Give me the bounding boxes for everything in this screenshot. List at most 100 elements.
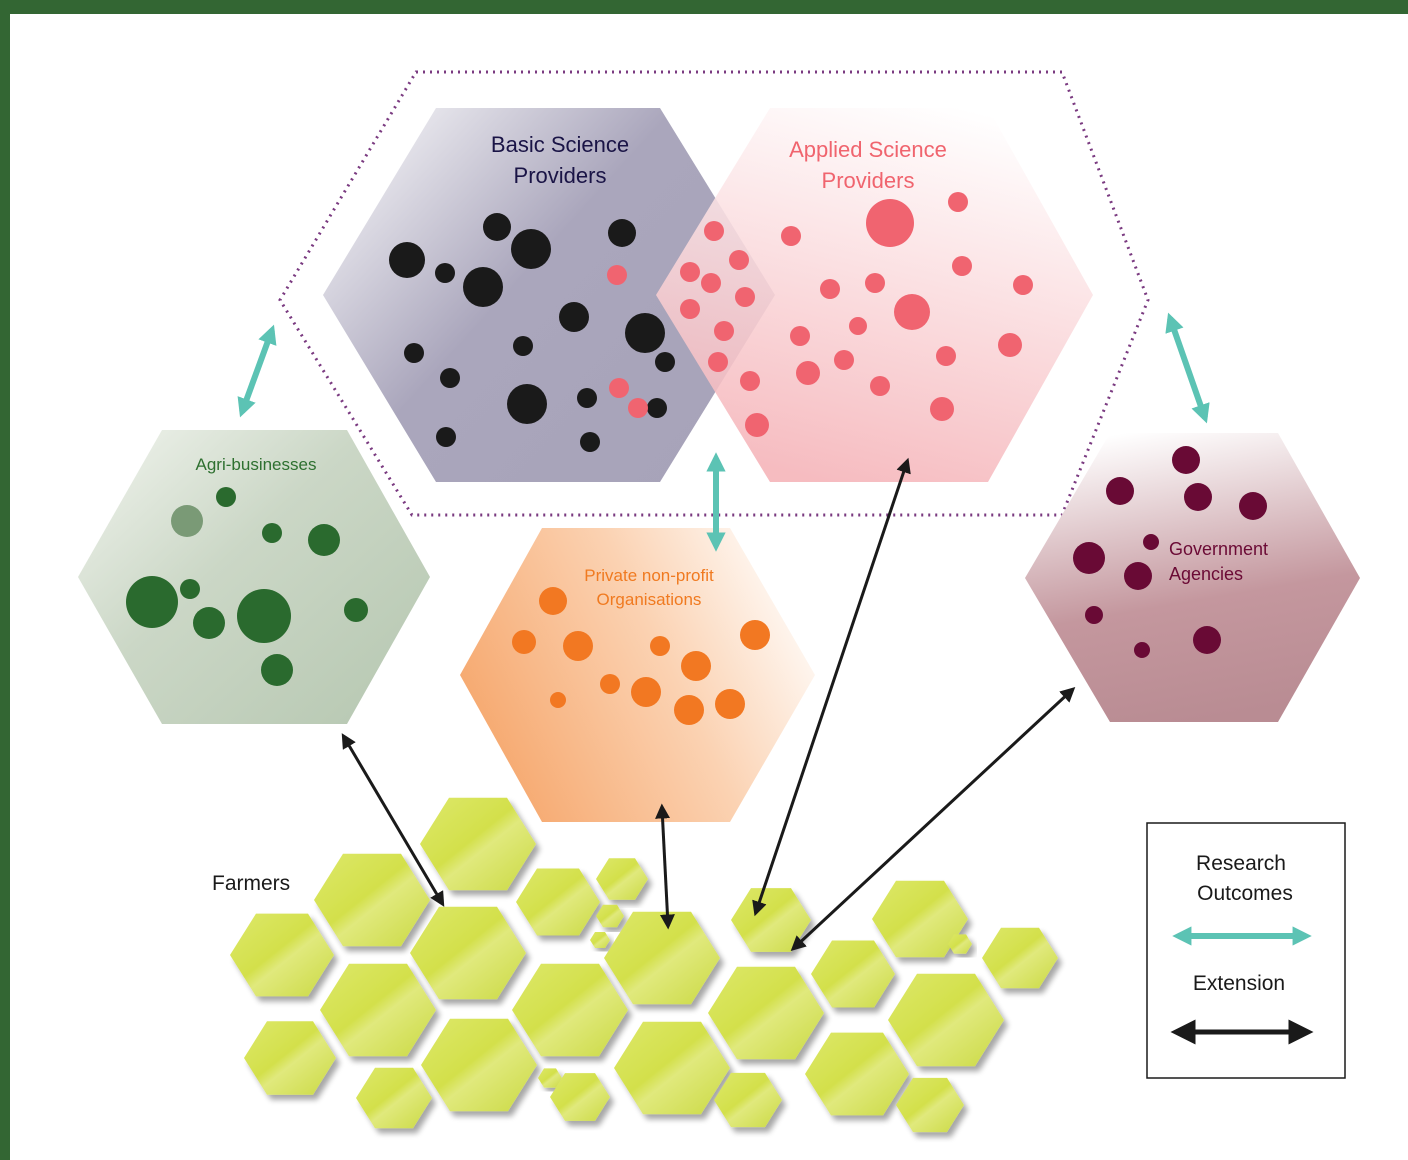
science-provider-dot (440, 368, 460, 388)
agri-businesses-label: Agri-businesses (196, 455, 317, 474)
science-provider-dot (680, 262, 700, 282)
farmer-hexagon (811, 940, 895, 1008)
science-provider-dot (655, 352, 675, 372)
government-agency-dot (1085, 606, 1103, 624)
farmer-hexagon (590, 932, 610, 948)
science-provider-dot (436, 427, 456, 447)
science-provider-dot (647, 398, 667, 418)
nonprofit-dot (631, 677, 661, 707)
farmer-hexagon (244, 1021, 336, 1095)
science-provider-dot (735, 287, 755, 307)
basic-science-label-line1: Basic Science (491, 132, 629, 157)
extension-arrow-private (655, 803, 675, 930)
government-agency-dot (1143, 534, 1159, 550)
extension-arrow-agri (341, 733, 445, 907)
science-provider-dot (781, 226, 801, 246)
science-provider-dot (513, 336, 533, 356)
government-label-line2: Agencies (1169, 564, 1243, 584)
science-provider-dot (866, 199, 914, 247)
nonprofit-dot (674, 695, 704, 725)
nonprofit-dot (650, 636, 670, 656)
science-provider-dot (998, 333, 1022, 357)
private-nonprofit-label-line1: Private non-profit (584, 566, 714, 585)
farmer-hexagon (708, 966, 824, 1060)
science-provider-dot (511, 229, 551, 269)
science-provider-dot (1013, 275, 1033, 295)
science-provider-dot (849, 317, 867, 335)
private-nonprofit-label-line2: Organisations (597, 590, 702, 609)
farmer-hexagon (805, 1032, 909, 1116)
research-arrow-agri (237, 324, 277, 418)
stakeholder-diagram: Basic Science Providers Applied Science … (78, 70, 1360, 1133)
basic-science-hexagon (323, 108, 775, 482)
farmer-hexagon (596, 904, 624, 928)
science-provider-dot (625, 313, 665, 353)
extension-arrows (341, 457, 1076, 952)
science-provider-dot (628, 398, 648, 418)
nonprofit-dot (715, 689, 745, 719)
science-provider-dot (870, 376, 890, 396)
nonprofit-dot (681, 651, 711, 681)
agri-business-dot (344, 598, 368, 622)
farmer-hexagon (538, 1068, 562, 1088)
government-label-line1: Government (1169, 539, 1268, 559)
science-provider-dot (609, 378, 629, 398)
science-provider-dot (559, 302, 589, 332)
science-provider-dot (936, 346, 956, 366)
science-provider-dot (729, 250, 749, 270)
agri-business-dot (261, 654, 293, 686)
science-provider-dot (607, 265, 627, 285)
science-provider-dot (389, 242, 425, 278)
farmer-hexagon (714, 1072, 782, 1128)
government-agency-dot (1172, 446, 1200, 474)
science-provider-dot (463, 267, 503, 307)
nonprofit-dot (740, 620, 770, 650)
farmer-hexagon (356, 1067, 432, 1129)
farmer-hexagon (982, 927, 1058, 989)
science-provider-dot (796, 361, 820, 385)
farmer-hexagon (314, 853, 430, 947)
science-provider-dot (507, 384, 547, 424)
applied-science-dots (680, 192, 1033, 437)
government-agencies-dots (1073, 446, 1267, 658)
government-agencies-hexagon (1025, 433, 1360, 722)
science-provider-dot (608, 219, 636, 247)
farmer-hexagon (230, 913, 334, 997)
science-provider-dot (708, 352, 728, 372)
science-provider-dot (820, 279, 840, 299)
nonprofit-dot (512, 630, 536, 654)
research-outcome-arrows (237, 312, 1210, 552)
science-provider-dot (790, 326, 810, 346)
farmer-hexagon (614, 1021, 730, 1115)
legend-research-line1: Research (1196, 852, 1286, 875)
science-provider-dot (483, 213, 511, 241)
farmers-label: Farmers (212, 872, 290, 895)
government-agency-dot (1134, 642, 1150, 658)
farmer-hexagon (420, 797, 536, 891)
legend-extension-label: Extension (1193, 972, 1285, 995)
government-agency-dot (1106, 477, 1134, 505)
science-provider-dot (948, 192, 968, 212)
government-agency-dot (1239, 492, 1267, 520)
science-provider-dot (580, 432, 600, 452)
science-provider-dot (404, 343, 424, 363)
science-provider-dot (704, 221, 724, 241)
science-provider-dot (680, 299, 700, 319)
government-agency-dot (1124, 562, 1152, 590)
research-arrow-government (1165, 312, 1210, 424)
agri-business-dot (171, 505, 203, 537)
agri-business-dot (216, 487, 236, 507)
farmer-hexagon (888, 973, 1004, 1067)
agri-business-dot (237, 589, 291, 643)
farmer-hexagon (516, 868, 600, 936)
science-provider-dot (701, 273, 721, 293)
diagram-canvas: Basic Science Providers Applied Science … (10, 14, 1408, 1160)
agri-businesses-hexagon (78, 430, 430, 724)
nonprofit-dot (550, 692, 566, 708)
extension-arrow-government (790, 686, 1076, 952)
science-provider-dot (745, 413, 769, 437)
farmer-hexagon (421, 1018, 537, 1112)
legend-research-line2: Outcomes (1197, 882, 1293, 905)
applied-science-hexagon (656, 108, 1093, 482)
science-provider-dot (714, 321, 734, 341)
